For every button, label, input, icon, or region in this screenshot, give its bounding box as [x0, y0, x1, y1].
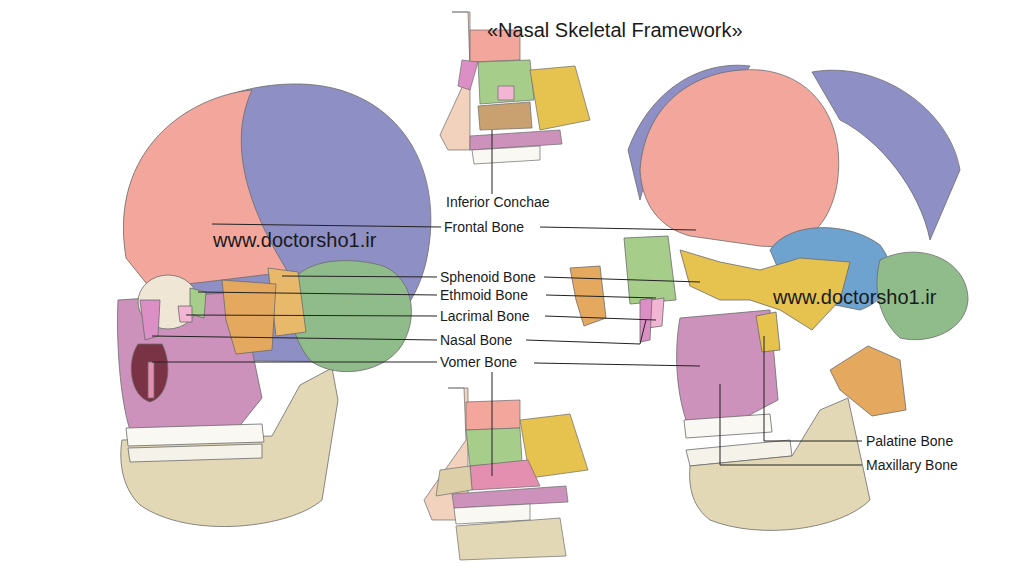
diagram-title: «Nasal Skeletal Framework»	[487, 17, 743, 43]
leader-line	[540, 227, 696, 230]
part-label: Palatine Bone	[866, 433, 953, 449]
leader-line	[282, 276, 437, 277]
leader-line	[545, 316, 656, 320]
teeth	[472, 146, 540, 164]
sphenoid-bone	[530, 66, 590, 130]
left-skull	[118, 84, 431, 527]
bottom-inset	[424, 388, 588, 560]
mandible	[690, 398, 870, 530]
frontal-sinus	[466, 400, 520, 430]
leader-line	[534, 363, 700, 366]
watermark: www.doctorsho1.ir	[213, 228, 376, 252]
leader-line	[152, 362, 437, 363]
part-label: Maxillary Bone	[866, 457, 958, 473]
leader-line	[492, 130, 493, 194]
nasal-bone	[140, 300, 160, 340]
leader-lines	[152, 130, 862, 476]
leader-line	[492, 372, 493, 476]
palate	[452, 486, 568, 508]
lacrimal-bone	[498, 86, 514, 100]
frontal-bone	[123, 90, 288, 288]
part-label: Lacrimal Bone	[440, 308, 530, 324]
nasal-bone	[458, 60, 478, 90]
palatine-bone	[756, 312, 780, 352]
ethmoid-bone	[624, 236, 676, 304]
part-label: Sphenoid Bone	[440, 269, 536, 285]
leader-line	[720, 384, 862, 465]
ethmoid-bone	[478, 60, 534, 104]
septal-cartilage	[436, 466, 472, 496]
leader-line	[198, 292, 437, 295]
leader-line	[764, 336, 862, 441]
leader-line	[212, 224, 441, 227]
mandible	[456, 518, 566, 560]
frontal-bone	[640, 70, 839, 247]
inferior-concha	[478, 102, 532, 130]
leader-line	[152, 336, 437, 340]
nasal-aperture	[131, 344, 168, 402]
watermark: www.doctorsho1.ir	[773, 285, 936, 309]
part-label: Frontal Bone	[444, 219, 524, 235]
upper-teeth	[684, 414, 772, 438]
part-label: Vomer Bone	[440, 354, 517, 370]
leader-line	[526, 320, 646, 344]
lower-teeth	[128, 444, 262, 462]
part-label: Inferior Conchae	[446, 194, 550, 210]
exploded-skull	[570, 65, 968, 530]
leader-line	[186, 315, 437, 316]
palate	[470, 130, 562, 150]
vomer-bone	[470, 460, 540, 490]
lacrimal-bone	[178, 306, 192, 322]
part-label: Nasal Bone	[440, 332, 512, 348]
ethmoid-bone	[466, 428, 522, 466]
vomer-bone	[148, 362, 154, 398]
upper-teeth	[126, 424, 264, 446]
part-label: Ethmoid Bone	[440, 287, 528, 303]
leader-line	[546, 295, 656, 298]
zygomatic-bone	[222, 280, 276, 354]
leader-line	[544, 277, 700, 282]
